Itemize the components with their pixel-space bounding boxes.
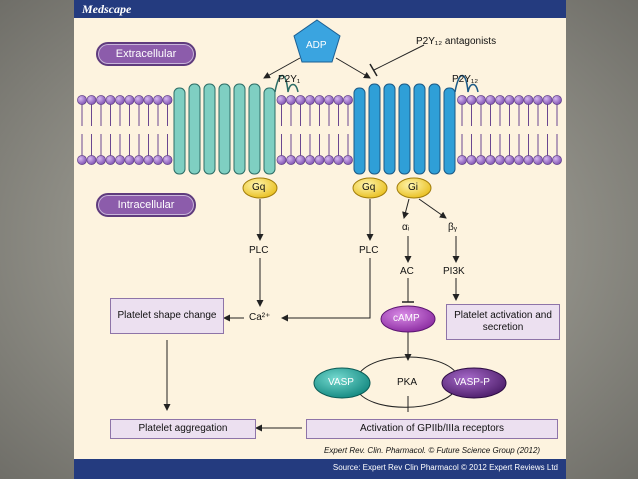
vasp-label: VASP	[328, 377, 354, 388]
lipid-head	[504, 95, 515, 105]
lipid-head	[86, 95, 97, 105]
lipid-head	[143, 155, 154, 165]
pka-label: PKA	[397, 377, 418, 388]
lipid-head	[552, 155, 562, 165]
gpiib-box: Activation of GPIIb/IIIa receptors	[306, 419, 558, 439]
lipid-head	[124, 95, 135, 105]
lipid-head	[276, 95, 287, 105]
lipid-head	[153, 95, 163, 105]
lipid-head	[153, 155, 163, 165]
lipid-head	[542, 95, 553, 105]
camp-node	[380, 305, 436, 333]
gi-protein	[396, 177, 432, 199]
lipid-head	[134, 155, 144, 165]
lipid-head	[523, 155, 534, 165]
lipid-head	[305, 155, 315, 165]
lipid-head	[485, 155, 496, 165]
p2y1-label: P2Y₁	[278, 74, 301, 85]
lipid-head	[466, 95, 477, 105]
lipid-head	[552, 95, 562, 105]
header-bar: Medscape	[74, 0, 566, 18]
lipid-head	[86, 155, 97, 165]
lipid-head	[134, 95, 144, 105]
camp-label: cAMP	[393, 313, 420, 324]
vasp-p-node	[441, 367, 507, 399]
vasp-p-label: VASP-P	[454, 377, 490, 388]
lipid-head	[77, 95, 87, 105]
lipid-head	[457, 155, 467, 165]
adp-ligand	[293, 19, 341, 63]
p2y12-label: P2Y₁₂	[452, 74, 479, 85]
lipid-head	[286, 95, 296, 105]
lipid-head	[314, 155, 325, 165]
gq-right-protein	[352, 177, 388, 199]
calcium-label: Ca²⁺	[249, 312, 271, 323]
lipid-head	[143, 95, 154, 105]
lipid-head	[333, 155, 344, 165]
p2y12-receptor	[353, 74, 479, 175]
lipid-head	[476, 155, 486, 165]
lipid-head	[295, 95, 306, 105]
lipid-head	[533, 95, 543, 105]
lipid-head	[96, 95, 106, 105]
lipid-head	[504, 155, 515, 165]
adp-label: ADP	[306, 40, 327, 51]
lipid-head	[495, 95, 505, 105]
p2y12-antagonists-label: P2Y₁₂ antagonists	[416, 36, 497, 47]
lipid-head	[457, 95, 467, 105]
lipid-head	[105, 95, 116, 105]
lipid-head	[305, 95, 315, 105]
lipid-head	[314, 95, 325, 105]
citation: Expert Rev. Clin. Pharmacol. © Future Sc…	[324, 446, 541, 455]
plc-right-label: PLC	[359, 245, 379, 256]
lipid-head	[343, 155, 353, 165]
lipid-head	[333, 95, 344, 105]
lipid-head	[343, 95, 353, 105]
lipid-head	[96, 155, 106, 165]
gq-right-label: Gq	[362, 182, 376, 193]
lipid-head	[115, 95, 125, 105]
lipid-head	[295, 155, 306, 165]
p2y1-receptor	[173, 74, 299, 175]
aggregation-box: Platelet aggregation	[110, 419, 256, 439]
lipid-head	[286, 155, 296, 165]
lipid-head	[514, 155, 524, 165]
lipid-head	[485, 95, 496, 105]
lipid-head	[466, 155, 477, 165]
lipid-head	[542, 155, 553, 165]
ac-label: AC	[400, 266, 414, 277]
plc-left-label: PLC	[249, 245, 269, 256]
lipid-head	[324, 155, 334, 165]
lipid-head	[324, 95, 334, 105]
intracellular-label: Intracellular	[96, 193, 196, 217]
cell-membrane	[77, 95, 562, 165]
lipid-head	[476, 95, 486, 105]
lipid-head	[514, 95, 524, 105]
activation-secretion-box: Platelet activation and secretion	[446, 304, 560, 340]
extracellular-label: Extracellular	[96, 42, 196, 66]
brand-logo: Medscape	[82, 2, 132, 16]
figure-frame: Medscape	[74, 0, 566, 479]
gq-left-protein	[242, 177, 278, 199]
lipid-head	[115, 155, 125, 165]
beta-gamma-label: βᵧ	[448, 222, 457, 233]
lipid-head	[523, 95, 534, 105]
alpha-i-label: αᵢ	[402, 222, 410, 233]
pi3k-label: PI3K	[443, 266, 465, 277]
gq-left-label: Gq	[252, 182, 266, 193]
gi-label: Gi	[408, 182, 418, 193]
lipid-head	[124, 155, 135, 165]
lipid-head	[162, 155, 173, 165]
lipid-head	[105, 155, 116, 165]
footer-bar: Source: Expert Rev Clin Pharmacol © 2012…	[74, 459, 566, 479]
pathway-diagram	[77, 19, 562, 432]
source-text: Source: Expert Rev Clin Pharmacol © 2012…	[332, 463, 558, 472]
lipid-head	[495, 155, 505, 165]
lipid-head	[162, 95, 173, 105]
vasp-node	[313, 367, 371, 399]
lipid-head	[533, 155, 543, 165]
shape-change-box: Platelet shape change	[110, 298, 224, 334]
lipid-head	[276, 155, 287, 165]
lipid-head	[77, 155, 87, 165]
